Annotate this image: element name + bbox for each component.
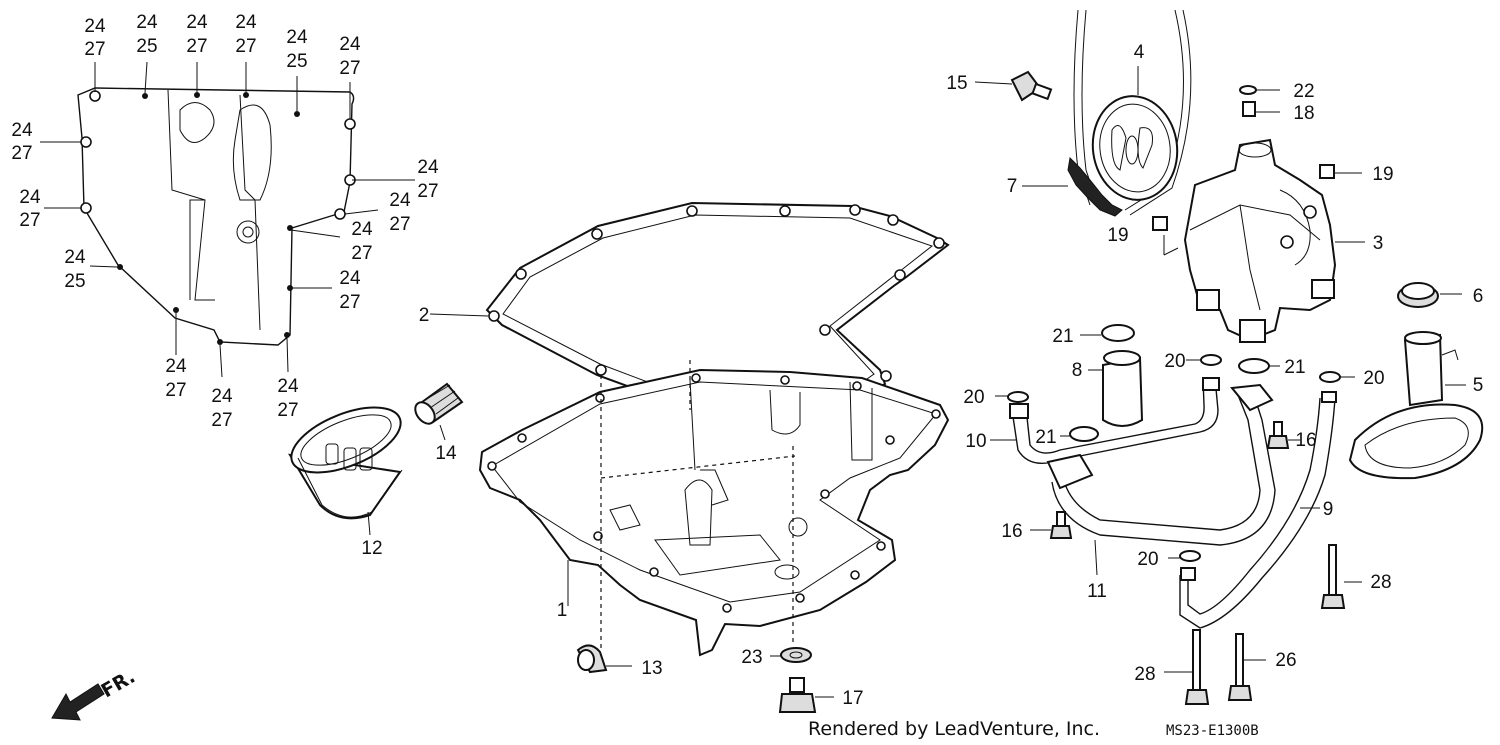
callout-label: 8	[1072, 360, 1083, 381]
callout-label: 19	[1107, 225, 1128, 246]
callout-label: 2	[419, 305, 430, 326]
callout-label: 17	[842, 688, 863, 709]
oil-pump	[1152, 85, 1365, 343]
callout-label: 5	[1473, 375, 1484, 396]
callout-label: 24	[84, 16, 106, 37]
diagram-code: MS23-E1300B	[1166, 723, 1259, 739]
callout-label: 24	[64, 247, 86, 268]
callout-label: 19	[1372, 164, 1393, 185]
oil-strainer	[1348, 331, 1484, 480]
callout-labels: 24 27 24 25 24 27 24 27 24 25 24 27 24 2…	[11, 12, 1483, 709]
callout-label: 27	[417, 181, 438, 202]
callout-label: 24	[211, 386, 233, 407]
callout-label: 25	[64, 271, 85, 292]
callout-label: 24	[286, 27, 308, 48]
callout-label: 24	[19, 187, 41, 208]
pan-hardware	[576, 644, 834, 713]
callout-label: 27	[277, 400, 298, 421]
cover-gasket	[77, 87, 356, 346]
oil-pipes	[990, 324, 1355, 629]
callout-label: 27	[11, 143, 32, 164]
callout-label: 27	[19, 210, 40, 231]
callout-label: 7	[1007, 176, 1018, 197]
callout-label: 27	[339, 292, 360, 313]
cap-seal	[1397, 282, 1462, 308]
callout-label: 24	[186, 12, 208, 33]
callout-label: 13	[641, 658, 662, 679]
callout-label: 25	[136, 36, 157, 57]
callout-label: 9	[1323, 499, 1334, 520]
callout-label: 27	[351, 243, 372, 264]
callout-label: 28	[1370, 572, 1391, 593]
callout-label: 12	[361, 538, 382, 559]
callout-label: 27	[186, 36, 207, 57]
callout-label: 27	[211, 410, 232, 431]
callout-label: 24	[235, 12, 257, 33]
callout-label: 27	[165, 380, 186, 401]
callout-label: 6	[1473, 286, 1484, 307]
callout-label: 16	[1001, 521, 1022, 542]
callout-label: 16	[1295, 430, 1316, 451]
callout-label: 27	[84, 39, 105, 60]
callout-label: 11	[1087, 581, 1107, 602]
callout-label: 24	[389, 190, 411, 211]
callout-label: 18	[1293, 103, 1314, 124]
callout-label: 24	[339, 34, 361, 55]
callout-label: 22	[1293, 81, 1314, 102]
callout-label: 20	[1164, 351, 1185, 372]
callout-label: 24	[339, 268, 361, 289]
callout-label: 24	[165, 356, 187, 377]
callout-label: 25	[286, 51, 307, 72]
callout-label: 27	[389, 214, 410, 235]
front-direction-label: FR.	[98, 666, 139, 703]
callout-label: 26	[1275, 650, 1296, 671]
callout-label: 20	[1137, 549, 1158, 570]
callout-label: 15	[946, 73, 967, 94]
oil-filter	[288, 406, 403, 536]
callout-label: 24	[277, 376, 299, 397]
callout-label: 24	[11, 120, 33, 141]
front-direction-arrow	[51, 683, 105, 721]
callout-label: 24	[417, 157, 439, 178]
pump-bolts	[1030, 421, 1362, 705]
credit-text: Rendered by LeadVenture, Inc.	[808, 718, 1100, 740]
callout-label: 10	[965, 431, 986, 452]
callout-label: 1	[557, 600, 568, 621]
callout-label: 24	[351, 219, 373, 240]
callout-label: 4	[1134, 42, 1145, 63]
callout-label: 14	[435, 443, 457, 464]
pump-drive	[974, 9, 1192, 217]
callout-label: 27	[235, 36, 256, 57]
gasket-leaders	[40, 61, 415, 378]
callout-label: 3	[1373, 233, 1384, 254]
callout-label: 20	[963, 387, 984, 408]
filter-bolt	[414, 382, 464, 441]
callout-label: 28	[1134, 664, 1155, 685]
callout-label: 21	[1035, 427, 1056, 448]
callout-label: 21	[1284, 357, 1305, 378]
callout-label: 20	[1363, 368, 1384, 389]
callout-label: 27	[339, 58, 360, 79]
oil-pan	[478, 360, 950, 657]
callout-label: 23	[741, 647, 762, 668]
callout-label: 24	[136, 12, 158, 33]
callout-label: 21	[1052, 326, 1073, 347]
